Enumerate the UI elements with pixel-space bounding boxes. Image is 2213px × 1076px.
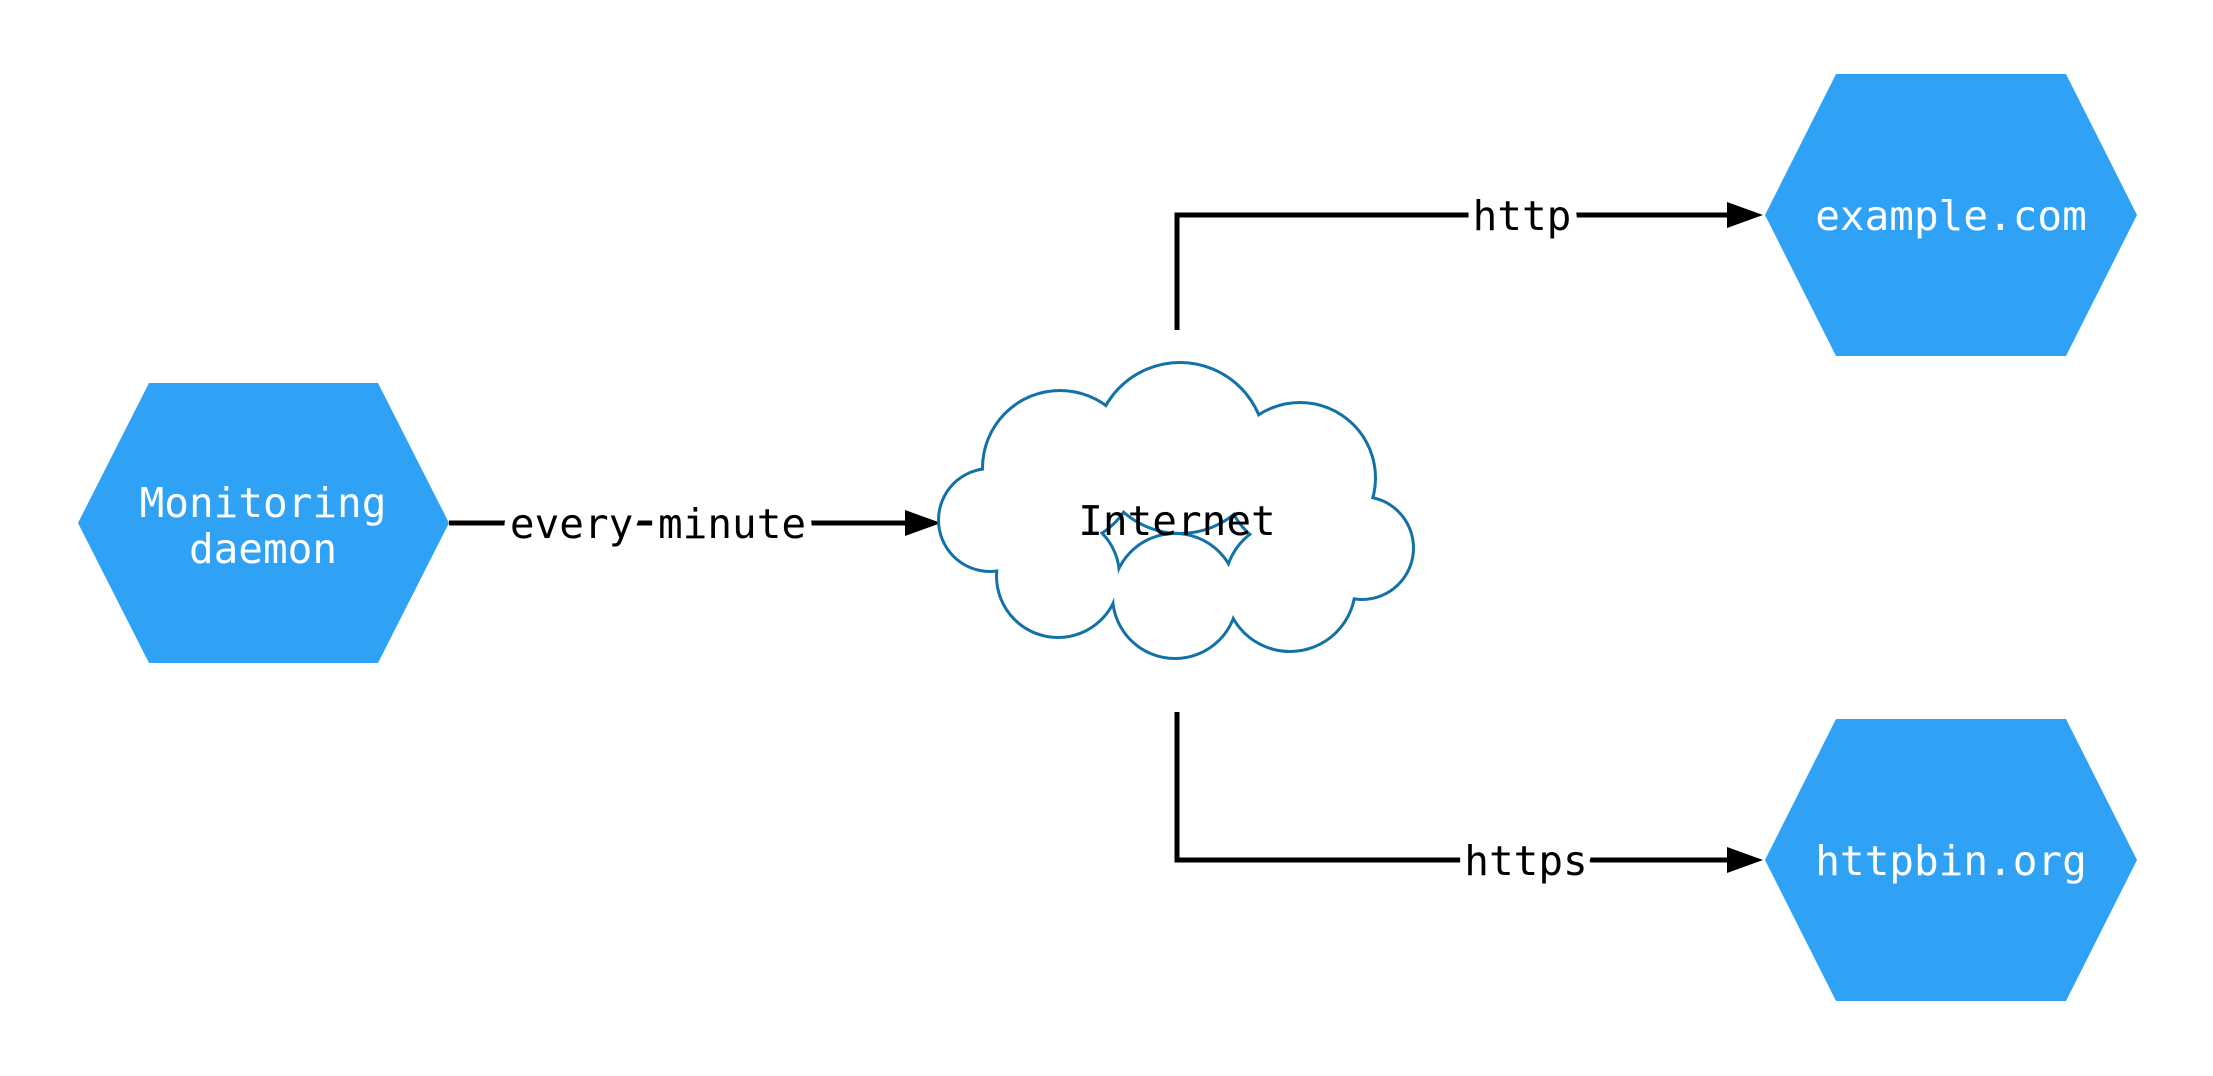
node-label-httpbin-org: httpbin.org [1815, 837, 2087, 885]
node-example-com: example.com [1765, 74, 2137, 356]
hexagon-shape [78, 383, 449, 663]
node-httpbin-org: httpbin.org [1765, 719, 2137, 1001]
node-label-example-com: example.com [1815, 192, 2087, 240]
edge-label-http: http [1473, 192, 1572, 240]
edge-https-line [1174, 712, 1730, 863]
edges [449, 212, 1730, 863]
node-label-line2: daemon [189, 525, 337, 573]
node-monitoring-daemon: Monitoring daemon [78, 383, 449, 663]
edge-label-every-minute: every minute [510, 500, 806, 548]
arrowhead-icon-http [1727, 202, 1763, 228]
edge-labels: every minute http https [502, 184, 1596, 893]
arrowhead-icon-every-minute [905, 510, 941, 536]
node-label-internet: Internet [1078, 497, 1275, 545]
node-label-line1: Monitoring [140, 479, 387, 527]
edge-label-https: https [1464, 837, 1587, 885]
arrowheads [905, 202, 1763, 873]
node-internet-cloud: Internet [940, 364, 1412, 657]
edge-http-line [1174, 212, 1730, 330]
node-label-monitoring-daemon: Monitoring daemon [140, 479, 387, 573]
hexagon-shape [1765, 74, 2137, 356]
hexagon-shape [1765, 719, 2137, 1001]
arrowhead-icon-https [1727, 847, 1763, 873]
